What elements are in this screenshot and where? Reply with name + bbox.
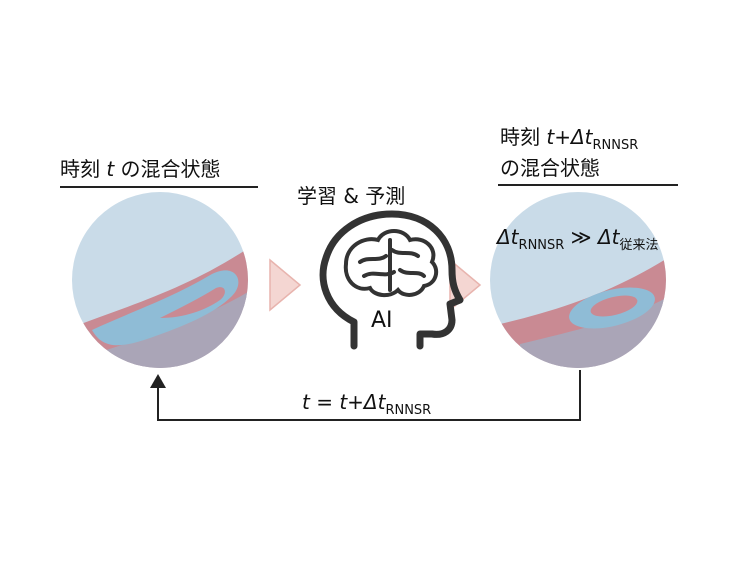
feedback-loop-line [157, 370, 581, 421]
brain-icon [343, 229, 439, 297]
ai-head-icon [319, 210, 464, 350]
chevron-right-icon [269, 258, 302, 312]
update-equation: t = t+ΔtRNNSR [302, 390, 432, 418]
left-title-underline [60, 186, 258, 188]
left-panel-title: 時刻 t の混合状態 [60, 157, 221, 181]
center-title: 学習 & 予測 [297, 184, 406, 208]
left-mixing-circle [72, 192, 248, 368]
left-blue-swirl [92, 270, 239, 346]
ai-head-label: AI [371, 308, 393, 333]
arrow-up-icon [150, 374, 166, 388]
right-mixing-circle [490, 192, 666, 368]
right-title-underline [498, 184, 678, 186]
right-red-swirl-core [590, 295, 638, 317]
right-panel-title-line2: の混合状態 [500, 156, 600, 180]
timestep-comparison: ΔtRNNSR ≫ Δt従来法 [497, 225, 659, 253]
right-panel-title-line1: 時刻 t+ΔtRNNSR [500, 125, 639, 153]
left-red-swirl-core [160, 287, 225, 318]
